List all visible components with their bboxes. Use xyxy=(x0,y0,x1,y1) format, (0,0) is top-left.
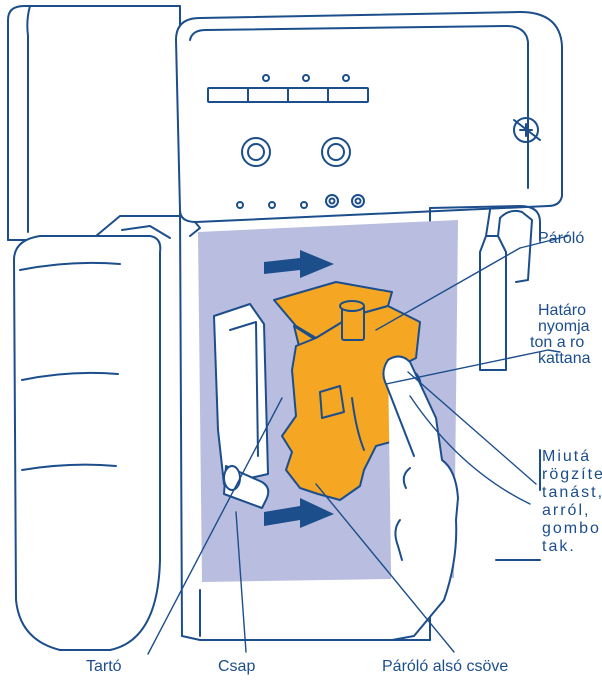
label-miuta-line-1: Miutá xyxy=(542,448,591,465)
label-miuta-line-5: gombo xyxy=(542,520,601,537)
holder-part xyxy=(214,304,268,484)
label-miuta-line-2: rögzíte xyxy=(542,466,602,483)
label-csap: Csap xyxy=(218,658,255,675)
machine-back-housing xyxy=(8,6,180,240)
label-parolo: Páróló xyxy=(538,230,584,247)
label-parolo-also: Páróló alsó csöve xyxy=(382,658,508,675)
label-tarto: Tartó xyxy=(86,658,122,675)
label-miuta-line-3: tanást, xyxy=(542,484,602,501)
water-tank xyxy=(14,216,200,650)
label-hataro-line-2: nyomja xyxy=(538,318,590,335)
steam-pipe xyxy=(480,210,532,370)
label-hataro-line-3: ton a ro xyxy=(530,334,584,351)
label-miuta-line-4: arról, xyxy=(542,502,590,519)
label-miuta-line-6: tak. xyxy=(542,538,576,555)
label-hataro-line-4: kattana xyxy=(538,350,590,367)
label-hataro-line-1: Határo xyxy=(538,302,586,319)
